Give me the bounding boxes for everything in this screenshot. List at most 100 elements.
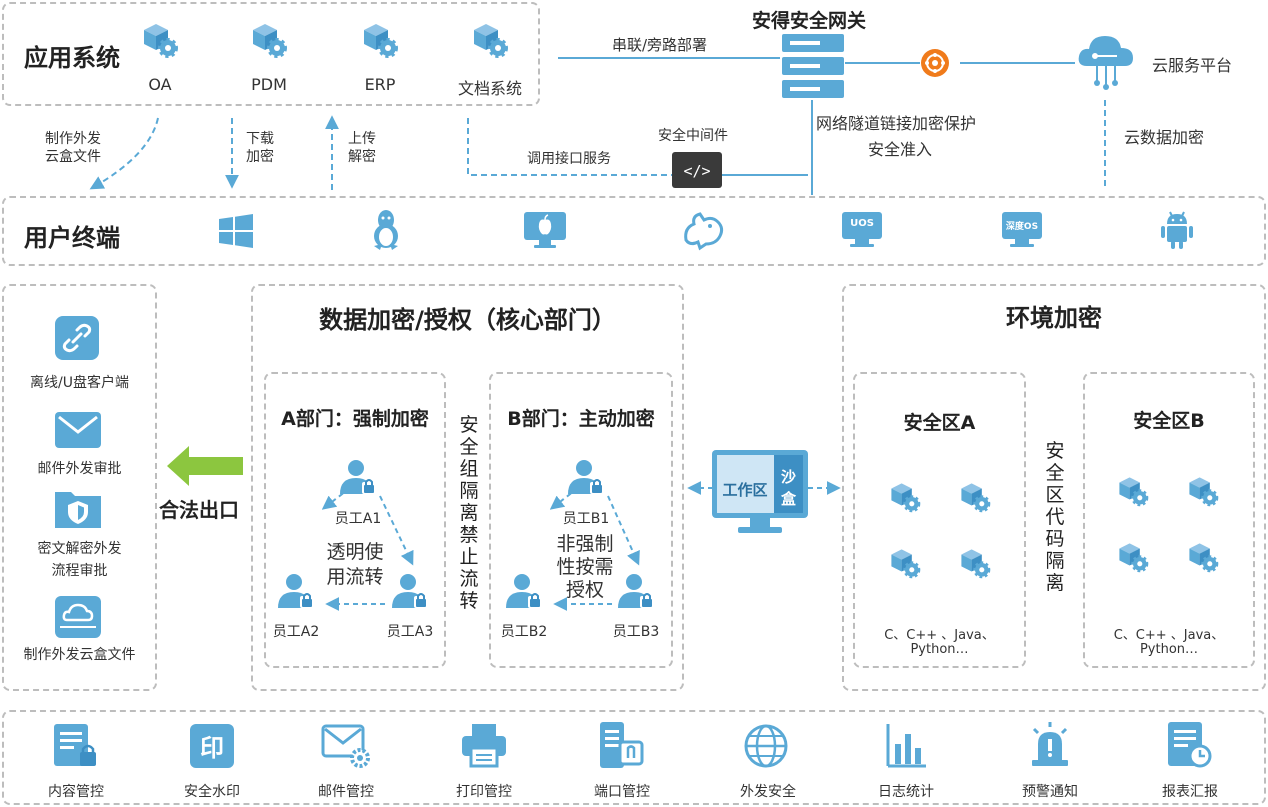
shield-folder-icon[interactable] xyxy=(55,488,101,528)
uos-label: UOS xyxy=(850,218,874,229)
outgoing-panel xyxy=(2,284,157,691)
svg-text:</>: </> xyxy=(683,162,710,180)
upload-label-2: 解密 xyxy=(348,149,376,165)
serial-deploy-label: 串联/旁路部署 xyxy=(612,36,708,54)
decrypt-approval-label-1: 密文解密外发 xyxy=(37,541,122,557)
alarm-icon[interactable] xyxy=(1028,722,1072,768)
access-label: 安全准入 xyxy=(868,140,933,159)
user-b2-icon[interactable] xyxy=(504,572,544,612)
user-b1-icon[interactable] xyxy=(566,458,606,498)
mail-icon[interactable] xyxy=(55,412,101,448)
app-pdm-icon[interactable] xyxy=(249,20,289,60)
user-terminal-panel xyxy=(2,196,1266,266)
dept-b-center-1: 非强制 xyxy=(556,533,614,555)
app-oa-icon[interactable] xyxy=(140,20,180,60)
mail-gear-icon[interactable] xyxy=(321,724,370,768)
watermark-icon[interactable]: 印 xyxy=(190,724,234,768)
app-pdm-label: PDM xyxy=(251,75,287,94)
tunnel-label: 网络隧道链接加密保护 xyxy=(816,114,977,133)
user-terminal-title: 用户终端 xyxy=(24,224,120,252)
zone-b-langs-1: C、C++ 、Java、 xyxy=(1113,628,1225,643)
content-control-icon[interactable] xyxy=(54,724,98,768)
zone-b-app-icon xyxy=(1186,474,1220,508)
dept-b-title: B部门：主动加密 xyxy=(507,408,655,430)
make-cloud-label-2: 云盒文件 xyxy=(45,149,101,165)
zone-b-title: 安全区B xyxy=(1133,410,1205,432)
download-label-1: 下载 xyxy=(246,131,274,147)
zone-a-app-icon xyxy=(958,546,992,580)
sandbox-monitor-icon[interactable] xyxy=(712,450,808,534)
zone-b-app-icon xyxy=(1186,540,1220,574)
legal-exit-arrow-icon xyxy=(167,446,243,486)
port-icon[interactable] xyxy=(600,722,644,768)
zone-a-app-icon xyxy=(958,480,992,514)
content-control-label: 内容管控 xyxy=(48,784,104,800)
code-icon[interactable]: </> xyxy=(672,152,722,188)
apple-icon[interactable] xyxy=(524,212,566,248)
zone-a-title: 安全区A xyxy=(903,412,976,434)
zone-a-app-icon xyxy=(888,546,922,580)
user-b3-icon[interactable] xyxy=(616,572,656,612)
dept-a-center-1: 透明使 xyxy=(326,541,384,563)
user-b1-label: 员工B1 xyxy=(562,511,610,527)
dept-b-center-2: 性按需 xyxy=(556,556,614,578)
download-label-2: 加密 xyxy=(246,149,274,165)
user-a3-label: 员工A3 xyxy=(386,624,434,640)
app-doc-icon[interactable] xyxy=(470,20,510,60)
user-a2-label: 员工A2 xyxy=(272,624,320,640)
zone-a-panel xyxy=(853,372,1026,668)
zone-b-app-icon xyxy=(1116,540,1150,574)
deepin-icon[interactable] xyxy=(1002,212,1042,248)
zone-a-langs-2: Python… xyxy=(910,642,969,657)
user-a3-icon[interactable] xyxy=(390,572,430,612)
make-cloud-box-label: 制作外发云盒文件 xyxy=(23,647,136,663)
outgoing-security-label: 外发安全 xyxy=(740,784,796,800)
api-service-label: 调用接口服务 xyxy=(527,151,611,167)
user-a1-icon[interactable] xyxy=(338,458,378,498)
usb-client-label: 离线/U盘客户端 xyxy=(30,375,129,391)
zone-a-langs-1: C、C++ 、Java、 xyxy=(884,628,995,643)
env-encrypt-title: 环境加密 xyxy=(1006,304,1102,332)
dept-a-title: A部门：强制加密 xyxy=(281,408,429,430)
user-b3-label: 员工B3 xyxy=(612,624,660,640)
linux-icon[interactable] xyxy=(370,208,402,250)
features-panel xyxy=(2,710,1266,805)
isolation-vertical-text: 安全组隔离禁止流转 xyxy=(459,414,479,612)
dept-b-panel xyxy=(489,372,673,668)
legal-exit-label: 合法出口 xyxy=(159,498,239,522)
app-oa-label: OA xyxy=(148,75,172,94)
make-cloud-label-1: 制作外发 xyxy=(45,131,101,147)
app-erp-icon[interactable] xyxy=(360,20,400,60)
core-dept-panel xyxy=(251,284,684,691)
kylin-icon[interactable] xyxy=(682,210,726,251)
gateway-title: 安得安全网关 xyxy=(752,10,867,32)
mail-approval-label: 邮件外发审批 xyxy=(37,461,122,477)
usb-client-icon[interactable] xyxy=(55,316,99,360)
server-icon[interactable] xyxy=(782,34,844,98)
middleware-label: 安全中间件 xyxy=(658,128,728,144)
cloud-box-icon[interactable] xyxy=(55,596,101,638)
globe-icon[interactable] xyxy=(744,724,788,768)
cloud-service-icon[interactable] xyxy=(1077,30,1135,90)
android-icon[interactable] xyxy=(1160,210,1194,250)
gateway-hub-icon xyxy=(921,49,949,77)
deepin-label: 深度OS xyxy=(1005,222,1039,232)
printer-icon[interactable] xyxy=(462,724,506,768)
decrypt-approval-label-2: 流程审批 xyxy=(51,563,108,579)
alert-notify-label: 预警通知 xyxy=(1022,784,1078,800)
watermark-label: 安全水印 xyxy=(184,784,240,800)
bar-chart-icon[interactable] xyxy=(886,724,926,768)
svg-text:印: 印 xyxy=(200,734,224,762)
report-label: 报表汇报 xyxy=(1162,784,1218,800)
zone-b-langs-2: Python… xyxy=(1139,642,1199,657)
upload-label-1: 上传 xyxy=(348,131,376,147)
user-a2-icon[interactable] xyxy=(276,572,316,612)
dept-a-panel xyxy=(264,372,446,668)
windows-icon[interactable] xyxy=(219,214,253,248)
cloud-service-label: 云服务平台 xyxy=(1152,56,1233,75)
report-icon[interactable] xyxy=(1168,722,1212,768)
dept-b-center-3: 授权 xyxy=(565,579,604,601)
uos-icon[interactable] xyxy=(842,212,882,248)
env-encrypt-panel xyxy=(842,284,1266,691)
